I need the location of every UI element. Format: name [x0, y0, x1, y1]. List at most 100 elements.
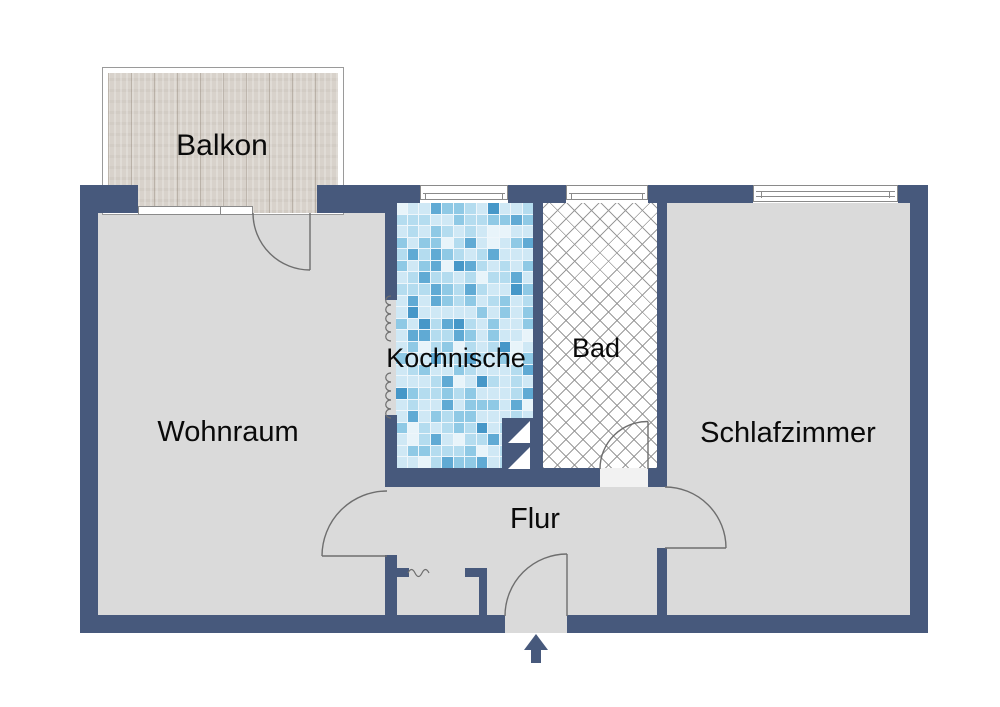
mosaic-tile [476, 272, 487, 283]
mosaic-tile [407, 422, 418, 434]
room-label-bad: Bad [571, 333, 621, 363]
mosaic-tile [488, 249, 499, 260]
mosaic-tile [499, 307, 510, 318]
mosaic-tile [465, 260, 476, 272]
mosaic-tile [522, 399, 533, 411]
mosaic-tile [407, 260, 418, 272]
mosaic-tile [465, 226, 476, 237]
wall-wohnraum-flur [385, 555, 397, 617]
mosaic-tile [522, 411, 533, 422]
mosaic-tile [511, 399, 522, 411]
mosaic-tile [419, 376, 430, 388]
mosaic-tile [419, 214, 430, 226]
mosaic-tile [396, 226, 407, 237]
mosaic-tile [453, 445, 464, 457]
mosaic-tile [442, 341, 453, 353]
mosaic-tile [465, 445, 476, 457]
mosaic-tile [522, 249, 533, 260]
mosaic-tile [430, 330, 441, 341]
mosaic-tile [430, 295, 441, 307]
mosaic-tile [499, 388, 510, 399]
mosaic-tile [407, 318, 418, 330]
window-bad [566, 185, 648, 200]
mosaic-tile [396, 260, 407, 272]
mosaic-tile [453, 411, 464, 422]
wall-balcony-pier-right [317, 185, 392, 213]
mosaic-tile [453, 237, 464, 249]
mosaic-tile [488, 388, 499, 399]
mosaic-tile [442, 307, 453, 318]
mosaic-tile [442, 249, 453, 260]
mosaic-tile [488, 376, 499, 388]
mosaic-tile [442, 203, 453, 214]
wall-stub-flur-c [479, 577, 487, 617]
mosaic-tile [407, 226, 418, 237]
mosaic-tile [453, 364, 464, 376]
mosaic-tile [465, 203, 476, 214]
mosaic-tile [396, 434, 407, 445]
mosaic-tile [465, 399, 476, 411]
wall-bad-door-jamb [648, 468, 667, 487]
mosaic-tile [453, 353, 464, 364]
mosaic-tile [488, 399, 499, 411]
mosaic-tile [419, 411, 430, 422]
mosaic-tile [476, 307, 487, 318]
window-pane-line [756, 196, 895, 197]
mosaic-tile [476, 214, 487, 226]
mosaic-tile [522, 237, 533, 249]
mosaic-tile [476, 457, 487, 468]
mosaic-tile [511, 341, 522, 353]
mosaic-tile [499, 283, 510, 295]
mosaic-tile [453, 422, 464, 434]
mosaic-tile [511, 353, 522, 364]
mosaic-tile [499, 249, 510, 260]
mosaic-tile [476, 260, 487, 272]
mosaic-tile [419, 353, 430, 364]
mosaic-tile [522, 376, 533, 388]
mosaic-tile [419, 203, 430, 214]
mosaic-tile [419, 295, 430, 307]
mosaic-tile [476, 203, 487, 214]
mosaic-tile [511, 376, 522, 388]
mosaic-tile [430, 203, 441, 214]
mosaic-tile [430, 434, 441, 445]
mosaic-tile [396, 411, 407, 422]
mosaic-tile [430, 283, 441, 295]
mosaic-tile [430, 411, 441, 422]
mosaic-tile [499, 399, 510, 411]
window-balcony [138, 206, 253, 215]
mosaic-tile [522, 226, 533, 237]
mosaic-tile [499, 411, 510, 422]
mosaic-tile [396, 318, 407, 330]
mosaic-tile [453, 318, 464, 330]
mosaic-tile [511, 411, 522, 422]
shaft-block [502, 418, 533, 468]
mosaic-tile [453, 203, 464, 214]
mosaic-tile [522, 388, 533, 399]
mosaic-tile [396, 445, 407, 457]
mosaic-tile [465, 237, 476, 249]
mosaic-tile [499, 376, 510, 388]
mosaic-tile [442, 422, 453, 434]
mosaic-tile [488, 272, 499, 283]
mosaic-tile [453, 330, 464, 341]
mosaic-tile [407, 388, 418, 399]
mosaic-tile [442, 434, 453, 445]
mosaic-tile [419, 445, 430, 457]
mosaic-tile [396, 376, 407, 388]
mosaic-tile [511, 330, 522, 341]
mosaic-tile [419, 272, 430, 283]
mosaic-tile [476, 295, 487, 307]
mosaic-tile [476, 341, 487, 353]
mosaic-tile [430, 422, 441, 434]
window-pane-line [756, 191, 895, 192]
mosaic-tile [419, 388, 430, 399]
mosaic-tile [522, 295, 533, 307]
mosaic-tile [453, 399, 464, 411]
mosaic-tile [419, 260, 430, 272]
mosaic-tile [453, 214, 464, 226]
mosaic-tile [453, 307, 464, 318]
mosaic-tile [488, 411, 499, 422]
mosaic-tile [488, 214, 499, 226]
mosaic-tile [396, 388, 407, 399]
